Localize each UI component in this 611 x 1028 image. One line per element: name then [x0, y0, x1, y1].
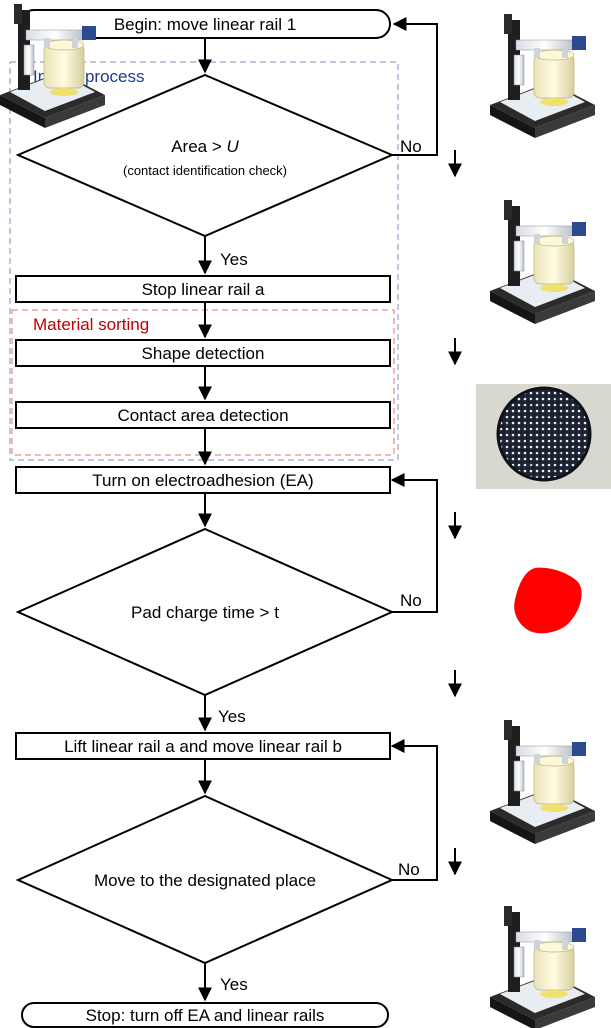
- robot-image-3: [489, 719, 596, 845]
- begin-label: Begin: move linear rail 1: [114, 15, 296, 34]
- arrow-no-loop-3: [390, 739, 438, 881]
- decision2-text: Pad charge time > t: [131, 603, 279, 622]
- red-shape-image: [514, 567, 582, 634]
- turn-on-ea-label: Turn on electroadhesion (EA): [92, 471, 313, 490]
- robot-image-4: [489, 905, 596, 1028]
- stop-label: Stop: turn off EA and linear rails: [86, 1006, 325, 1025]
- stop-rail-a-label: Stop linear rail a: [142, 280, 265, 299]
- decision1-text: Area > U: [171, 137, 239, 156]
- arrow-no-loop-1: [392, 17, 438, 156]
- contact-area-label: Contact area detection: [117, 406, 288, 425]
- decision3-text: Move to the designated place: [94, 871, 316, 890]
- shape-detection-label: Shape detection: [142, 344, 265, 363]
- contact-area-box: [15, 401, 391, 429]
- no-label-2: No: [400, 591, 422, 610]
- yes-label-3: Yes: [220, 975, 248, 994]
- arrow-no-loop-2: [390, 473, 438, 613]
- lift-move-box: [15, 732, 391, 760]
- decision1-subtext: (contact identification check): [123, 163, 287, 178]
- shape-detection-box: [15, 339, 391, 367]
- robot-image-2: [489, 199, 596, 325]
- robot-gripper-image: [0, 4, 105, 128]
- no-label-3: No: [398, 860, 420, 879]
- robot-image-1: [489, 13, 596, 139]
- stop-rail-a-box: [15, 275, 391, 303]
- lift-move-label: Lift linear rail a and move linear rail …: [64, 737, 342, 756]
- yes-label-1: Yes: [220, 250, 248, 269]
- material-sorting-frame: [11, 309, 395, 456]
- stop-terminator: [21, 1002, 389, 1028]
- turn-on-ea-box: [15, 466, 391, 494]
- sphere-grid-image: [476, 384, 611, 489]
- no-label-1: No: [400, 137, 422, 156]
- material-sorting-title: Material sorting: [33, 315, 149, 334]
- yes-label-2: Yes: [218, 707, 246, 726]
